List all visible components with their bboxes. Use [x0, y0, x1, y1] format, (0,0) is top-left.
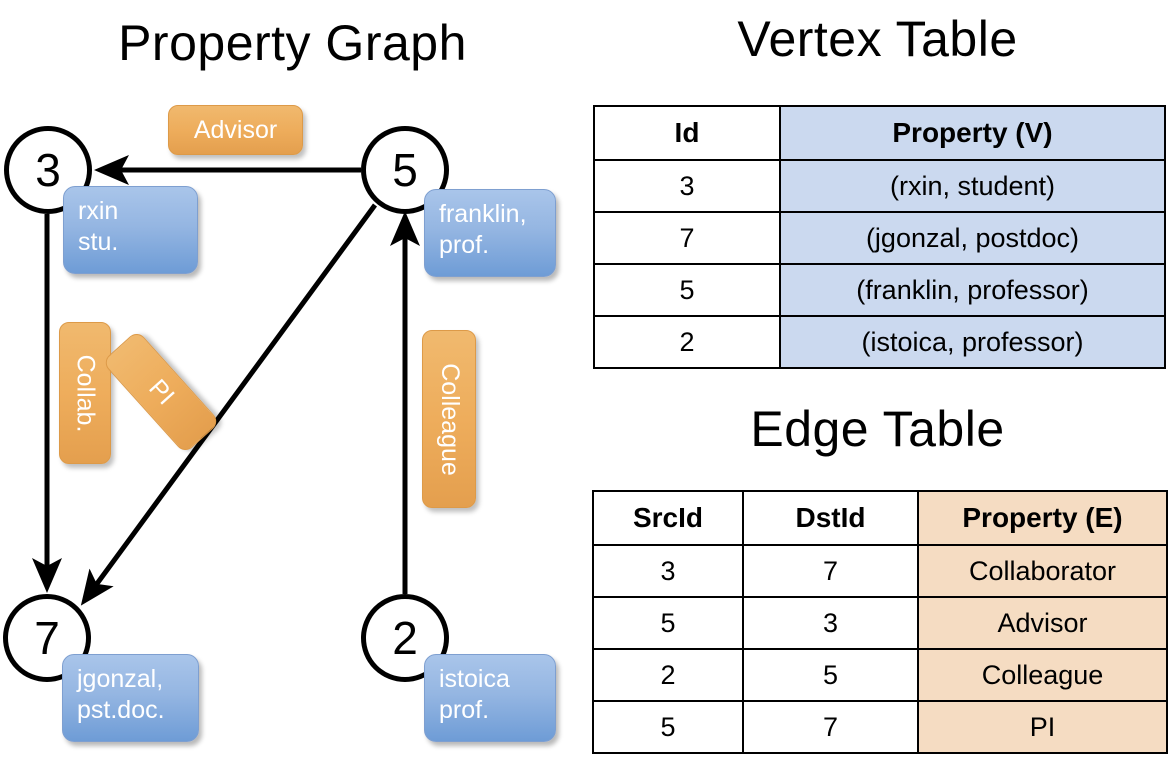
- cell-src-id: 3: [592, 544, 744, 598]
- edge-label-advisor: Advisor: [168, 105, 303, 155]
- table-row: 3 (rxin, student): [593, 159, 1166, 213]
- node-property-callout-5: franklin, prof.: [424, 189, 556, 277]
- page-title-edge-table: Edge Table: [750, 401, 1005, 457]
- table-row: 2 (istoica, professor): [593, 315, 1166, 369]
- page-title-property-graph: Property Graph: [118, 15, 467, 71]
- page-title-vertex-table: Vertex Table: [737, 11, 1018, 67]
- table-row: 5 7 PI: [592, 700, 1168, 754]
- graph-node-2[interactable]: 2: [361, 594, 449, 682]
- cell-vertex-id: 7: [593, 211, 781, 265]
- callout-line-2: pst.doc.: [77, 696, 165, 725]
- cell-edge-property: Colleague: [917, 648, 1168, 702]
- table-row: 2 5 Colleague: [592, 648, 1168, 702]
- cell-edge-property: Collaborator: [917, 544, 1168, 598]
- node-id-label: 5: [392, 144, 418, 196]
- callout-line-1: istoica: [439, 665, 510, 693]
- column-header-srcid: SrcId: [592, 490, 744, 546]
- cell-src-id: 5: [592, 596, 744, 650]
- property-graph-diagram: 3 5 7 2 rxin stu. franklin, prof. jgonza…: [3, 105, 556, 742]
- cell-vertex-property: (rxin, student): [779, 159, 1166, 213]
- node-id-label: 2: [392, 612, 418, 664]
- node-property-callout-2: istoica prof.: [424, 654, 556, 742]
- edge-label-text: Advisor: [193, 115, 278, 144]
- column-header-id: Id: [593, 105, 781, 161]
- cell-src-id: 2: [592, 648, 744, 702]
- table-header-row: SrcId DstId Property (E): [592, 490, 1168, 546]
- cell-vertex-id: 2: [593, 315, 781, 369]
- column-header-property-v: Property (V): [779, 105, 1166, 161]
- cell-dst-id: 7: [742, 544, 919, 598]
- cell-vertex-property: (franklin, professor): [779, 263, 1166, 317]
- callout-line-2: stu.: [78, 228, 119, 257]
- edge-label-colleague: Colleague: [422, 330, 476, 508]
- callout-line-1: rxin: [78, 197, 119, 225]
- cell-vertex-id: 5: [593, 263, 781, 317]
- vertex-table: Id Property (V) 3 (rxin, student) 7 (jgo…: [593, 105, 1166, 369]
- table-row: 7 (jgonzal, postdoc): [593, 211, 1166, 265]
- callout-line-2: prof.: [439, 231, 490, 260]
- table-row: 5 (franklin, professor): [593, 263, 1166, 317]
- cell-vertex-property: (jgonzal, postdoc): [779, 211, 1166, 265]
- cell-edge-property: PI: [917, 700, 1168, 754]
- edge-label-text: Collab.: [71, 354, 100, 432]
- cell-edge-property: Advisor: [917, 596, 1168, 650]
- edge-label-text: Colleague: [435, 362, 464, 476]
- cell-vertex-property: (istoica, professor): [779, 315, 1166, 369]
- node-property-callout-7: jgonzal, pst.doc.: [62, 654, 199, 742]
- callout-line-2: prof.: [439, 696, 490, 725]
- table-row: 3 7 Collaborator: [592, 544, 1168, 598]
- node-id-label: 3: [35, 144, 61, 196]
- cell-dst-id: 5: [742, 648, 919, 702]
- node-property-callout-3: rxin stu.: [63, 186, 198, 274]
- cell-vertex-id: 3: [593, 159, 781, 213]
- table-row: 5 3 Advisor: [592, 596, 1168, 650]
- cell-dst-id: 3: [742, 596, 919, 650]
- edge-label-collab: Collab.: [59, 322, 111, 464]
- cell-src-id: 5: [592, 700, 744, 754]
- column-header-property-e: Property (E): [917, 490, 1168, 546]
- edge-table: SrcId DstId Property (E) 3 7 Collaborato…: [592, 490, 1168, 754]
- edge-label-text: PI: [143, 373, 180, 410]
- edge-line-5-to-7: [80, 203, 378, 606]
- callout-line-1: franklin,: [439, 200, 527, 228]
- graph-edges-svg: [32, 155, 420, 606]
- table-header-row: Id Property (V): [593, 105, 1166, 161]
- column-header-dstid: DstId: [742, 490, 919, 546]
- cell-dst-id: 7: [742, 700, 919, 754]
- node-id-label: 7: [34, 612, 60, 664]
- callout-line-1: jgonzal,: [77, 665, 164, 693]
